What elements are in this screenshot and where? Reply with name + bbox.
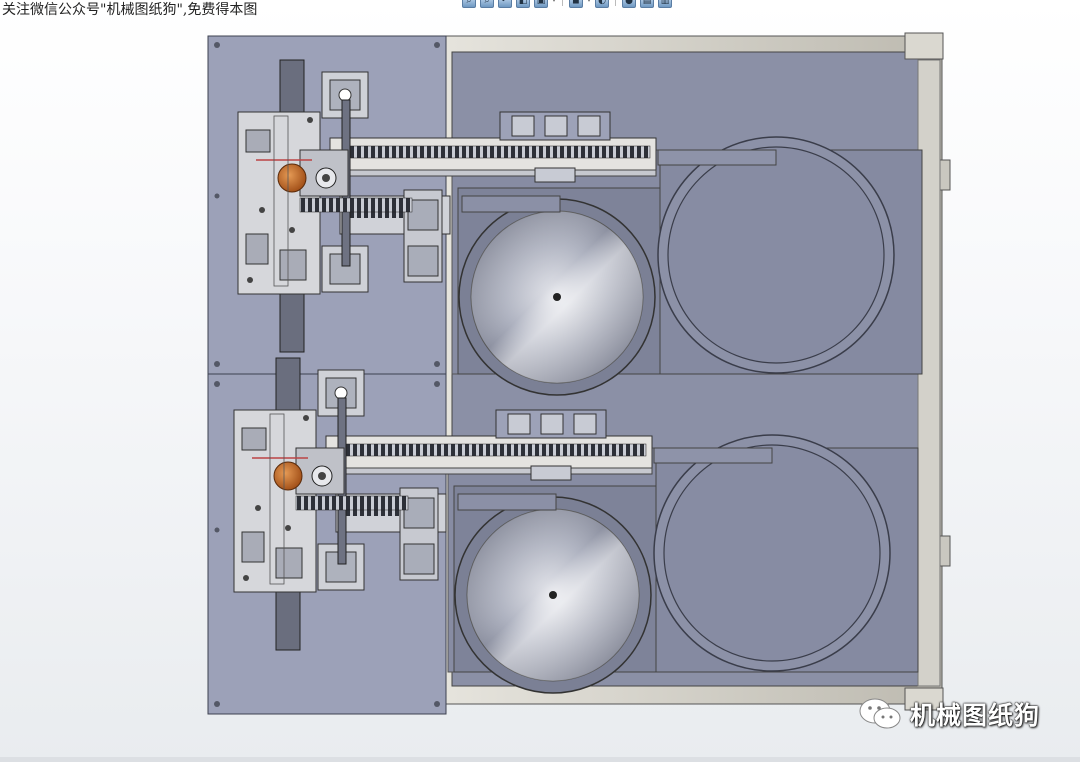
toolbar-divider bbox=[562, 0, 564, 6]
section-view-icon[interactable]: ◧ bbox=[516, 0, 530, 8]
toolbar-divider bbox=[615, 0, 617, 6]
horizontal-scrollbar[interactable] bbox=[0, 757, 1080, 762]
zoom-to-fit-icon[interactable]: ⌕ bbox=[462, 0, 476, 8]
chevron-down-icon[interactable]: ▾ bbox=[587, 0, 591, 6]
heads-up-view-toolbar: ⌕ ⌕ ↶ ◧ ▣ ▾ ◼ ▾ ◐ ● ▤ ▥ bbox=[462, 0, 673, 8]
watermark: 机械图纸狗 bbox=[858, 693, 1040, 735]
view-settings-icon[interactable]: ▥ bbox=[658, 0, 673, 8]
view-orientation-icon[interactable]: ▣ bbox=[534, 0, 548, 8]
banner-caption: 关注微信公众号"机械图纸狗",免费得本图 bbox=[2, 2, 258, 18]
scene-icon[interactable]: ▤ bbox=[640, 0, 655, 8]
appearance-icon[interactable]: ● bbox=[622, 0, 637, 8]
zoom-area-icon[interactable]: ⌕ bbox=[480, 0, 494, 8]
chevron-down-icon[interactable]: ▾ bbox=[552, 0, 556, 6]
previous-view-icon[interactable]: ↶ bbox=[498, 0, 512, 8]
winding-station-upper bbox=[237, 59, 923, 396]
hide-show-icon[interactable]: ◐ bbox=[595, 0, 610, 8]
watermark-text: 机械图纸狗 bbox=[910, 701, 1041, 730]
wechat-icon bbox=[858, 696, 902, 732]
display-style-icon[interactable]: ◼ bbox=[569, 0, 584, 8]
